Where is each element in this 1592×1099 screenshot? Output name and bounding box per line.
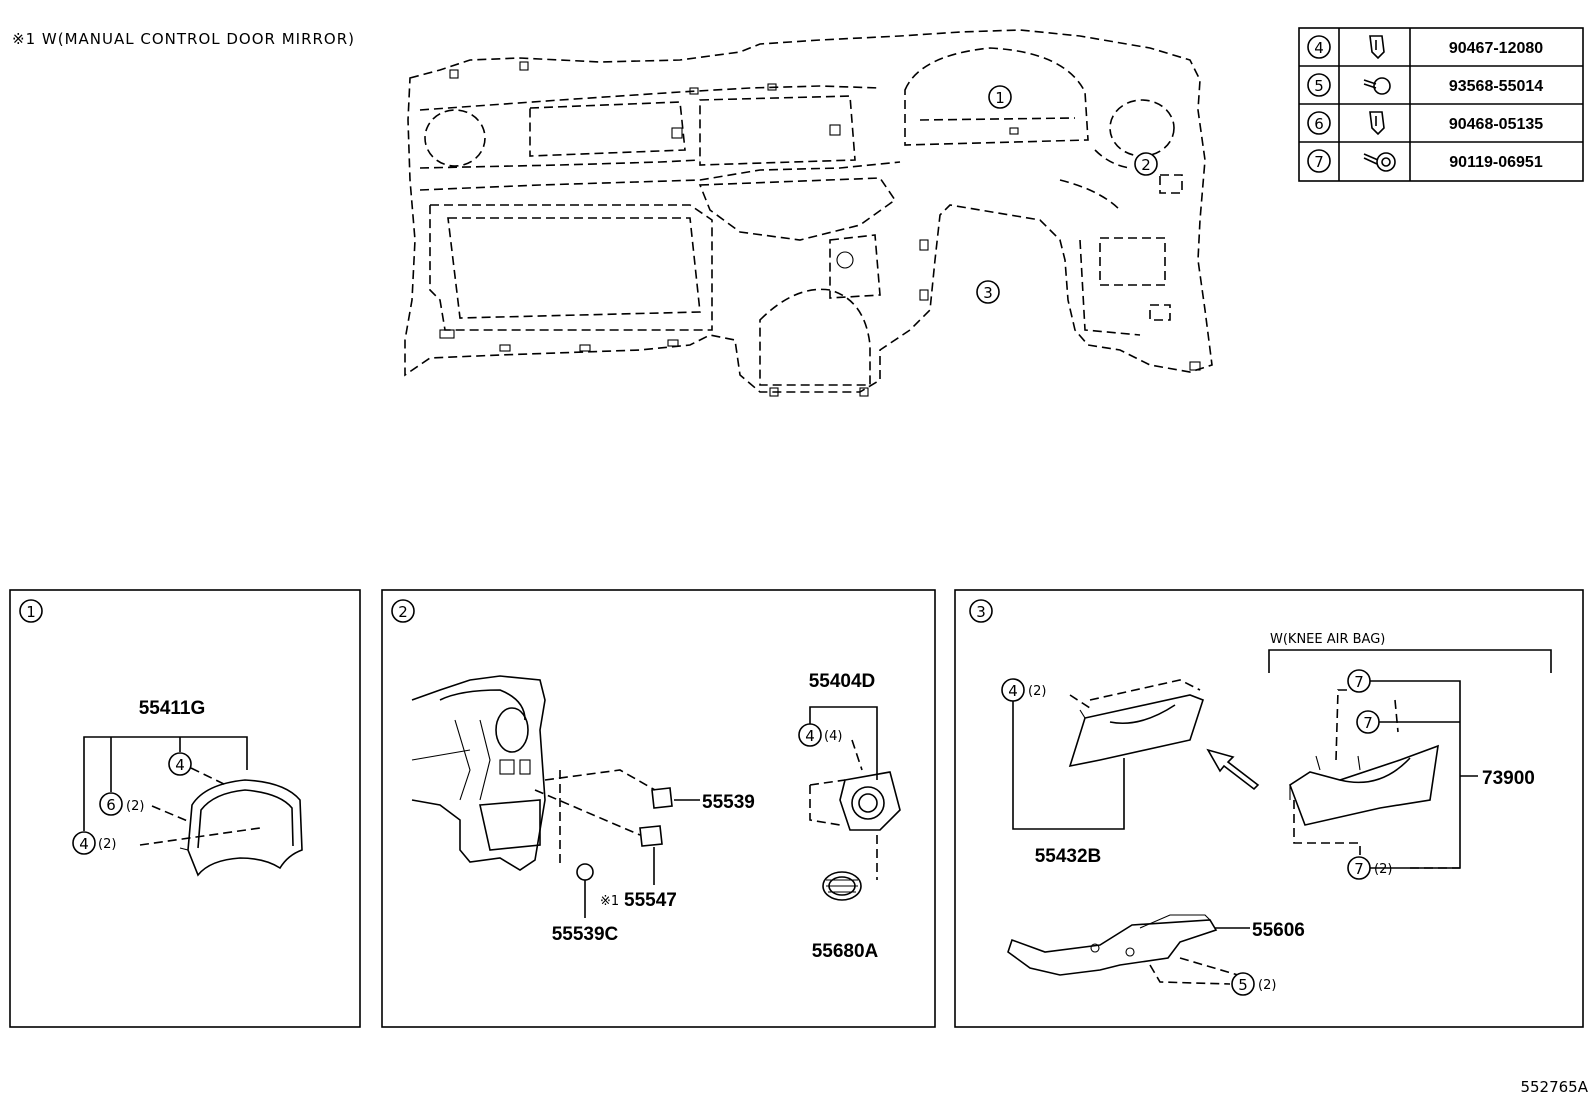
svg-text:7: 7 xyxy=(1314,153,1324,171)
svg-text:3: 3 xyxy=(983,284,993,302)
part-label-55432B: 55432B xyxy=(1035,846,1102,867)
svg-text:7: 7 xyxy=(1363,714,1373,732)
part-label-55680A: 55680A xyxy=(812,941,879,962)
svg-text:6: 6 xyxy=(106,796,116,814)
svg-text:2: 2 xyxy=(398,603,408,621)
clip-icon xyxy=(1369,111,1385,136)
svg-text:7: 7 xyxy=(1354,673,1364,691)
svg-text:(2): (2) xyxy=(1258,978,1276,993)
fastener-table: 4 90467-12080 5 93568-55014 6 90468-0513… xyxy=(1298,27,1584,182)
svg-text:※1: ※1 xyxy=(600,894,619,909)
svg-text:90119-06951: 90119-06951 xyxy=(1449,154,1543,171)
svg-text:4: 4 xyxy=(79,835,89,853)
main-callout-2: 2 xyxy=(1134,152,1158,176)
svg-text:5: 5 xyxy=(1314,77,1324,95)
part-label-55404D: 55404D xyxy=(809,671,876,692)
diagram-id: 552765A xyxy=(1520,1078,1588,1096)
svg-text:7: 7 xyxy=(1354,860,1364,878)
fastener-row-7: 7 90119-06951 xyxy=(1307,149,1543,173)
main-callout-1: 1 xyxy=(988,85,1012,109)
svg-text:(2): (2) xyxy=(98,837,116,852)
detail-panel-3: 3 W(KNEE AIR BAG) 4 (2) 55432B 73900 xyxy=(954,589,1584,1028)
vent-55680A-drawing xyxy=(822,871,862,901)
fastener-row-5: 5 93568-55014 xyxy=(1307,73,1543,97)
part-label-73900: 73900 xyxy=(1482,768,1535,789)
svg-text:(2): (2) xyxy=(1374,862,1392,877)
vent-55404D-drawing xyxy=(839,771,901,831)
detail-panel-1: 1 55411G 4 6 (2) 4 (2) xyxy=(9,589,361,1028)
svg-text:4: 4 xyxy=(1008,682,1018,700)
svg-text:4: 4 xyxy=(1314,39,1324,57)
part-label-55411G: 55411G xyxy=(139,698,206,719)
plug-55539C-drawing xyxy=(576,863,594,881)
svg-text:(4): (4) xyxy=(824,729,842,744)
part-label-55606: 55606 xyxy=(1252,920,1305,941)
svg-text:(2): (2) xyxy=(126,799,144,814)
svg-text:1: 1 xyxy=(26,603,36,621)
part-label-55547: 55547 xyxy=(624,890,677,911)
part-label-55539: 55539 xyxy=(702,792,755,813)
fastener-row-6: 6 90468-05135 xyxy=(1307,111,1543,136)
dashboard-assembly-drawing xyxy=(404,29,1213,397)
svg-text:1: 1 xyxy=(995,89,1005,107)
svg-text:4: 4 xyxy=(175,756,185,774)
switch-55547-drawing xyxy=(639,825,663,847)
svg-text:(2): (2) xyxy=(1028,684,1046,699)
direction-arrow-icon xyxy=(1206,748,1260,791)
svg-text:4: 4 xyxy=(805,727,815,745)
part-label-55539C: 55539C xyxy=(552,924,619,945)
note-text: ※1 W(MANUAL CONTROL DOOR MIRROR) xyxy=(12,30,355,48)
knee-panel-73900-drawing xyxy=(1289,744,1439,826)
svg-text:5: 5 xyxy=(1238,976,1248,994)
lower-panel-55432B-drawing xyxy=(1068,694,1204,768)
svg-text:90467-12080: 90467-12080 xyxy=(1449,40,1543,57)
meter-hood-drawing xyxy=(187,779,303,877)
bracket-55606-drawing xyxy=(1007,914,1218,976)
dash-side-drawing xyxy=(411,675,546,871)
detail-panel-2: 2 55539 ※1 55547 55539C 55404D 4 xyxy=(381,589,936,1028)
knee-airbag-label: W(KNEE AIR BAG) xyxy=(1270,632,1385,647)
screw-icon xyxy=(1363,77,1391,95)
svg-text:2: 2 xyxy=(1141,156,1151,174)
svg-text:3: 3 xyxy=(976,603,986,621)
svg-text:90468-05135: 90468-05135 xyxy=(1449,116,1543,133)
svg-text:93568-55014: 93568-55014 xyxy=(1449,78,1543,95)
svg-text:6: 6 xyxy=(1314,115,1324,133)
clip-icon xyxy=(1369,35,1385,60)
fastener-row-4: 4 90467-12080 xyxy=(1307,35,1543,60)
switch-55539-drawing xyxy=(651,787,673,809)
main-callout-3: 3 xyxy=(976,280,1000,304)
bolt-icon xyxy=(1363,152,1396,172)
